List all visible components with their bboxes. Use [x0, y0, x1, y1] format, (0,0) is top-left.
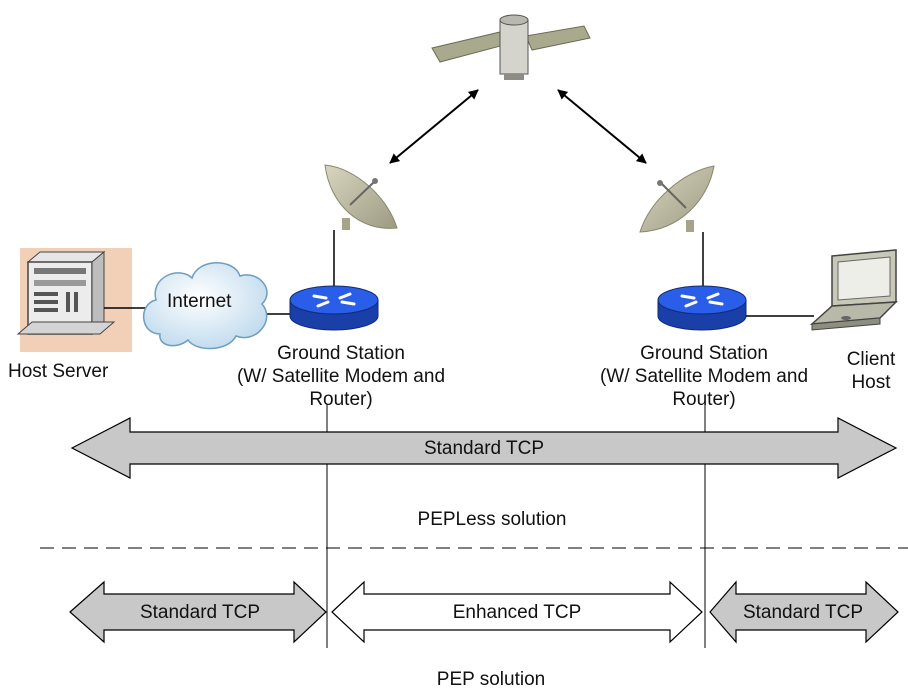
- pepless-caption: PEPLess solution: [417, 509, 567, 530]
- ground-station-left-line-1: Ground Station: [277, 343, 405, 364]
- pepless-standard-tcp-arrow: [70, 417, 898, 479]
- satellite-dish-right-icon: [639, 165, 715, 233]
- ground-station-right-line-3: Router): [672, 389, 736, 410]
- ground-station-left-label: Ground Station (W/ Satellite Modem and R…: [213, 342, 469, 411]
- client-host-label: Client Host: [836, 348, 906, 394]
- internet-label: Internet: [167, 291, 232, 312]
- ground-station-left-line-2: (W/ Satellite Modem and: [236, 366, 446, 387]
- client-host-line-2: Host: [851, 372, 891, 393]
- uplink-left-arrow: [389, 89, 479, 164]
- ground-station-right-line-1: Ground Station: [640, 343, 768, 364]
- internet-cloud-icon: [142, 262, 268, 350]
- host-server-label: Host Server: [8, 361, 109, 382]
- pep-standard-tcp-left-arrow: [69, 580, 327, 644]
- ground-station-left-line-3: Router): [309, 389, 373, 410]
- pepless-arrow-label: Standard TCP: [423, 438, 545, 459]
- host-server-icon: [16, 248, 132, 352]
- pep-right-arrow-label: Standard TCP: [742, 602, 864, 623]
- satellite-icon: [431, 14, 591, 80]
- uplink-right-arrow: [557, 89, 647, 164]
- router-left-icon: [289, 285, 379, 331]
- pep-middle-arrow-label: Enhanced TCP: [452, 602, 582, 623]
- router-right-icon: [657, 285, 747, 331]
- client-laptop-icon: [809, 249, 898, 331]
- client-host-line-1: Client: [846, 349, 896, 370]
- ground-station-right-label: Ground Station (W/ Satellite Modem and R…: [576, 342, 832, 411]
- pep-enhanced-tcp-arrow: [331, 580, 703, 644]
- pep-caption: PEP solution: [436, 669, 546, 690]
- pep-left-arrow-label: Standard TCP: [139, 602, 261, 623]
- ground-station-right-line-2: (W/ Satellite Modem and: [599, 366, 809, 387]
- pep-standard-tcp-right-arrow: [709, 580, 899, 644]
- satellite-dish-left-icon: [324, 164, 398, 230]
